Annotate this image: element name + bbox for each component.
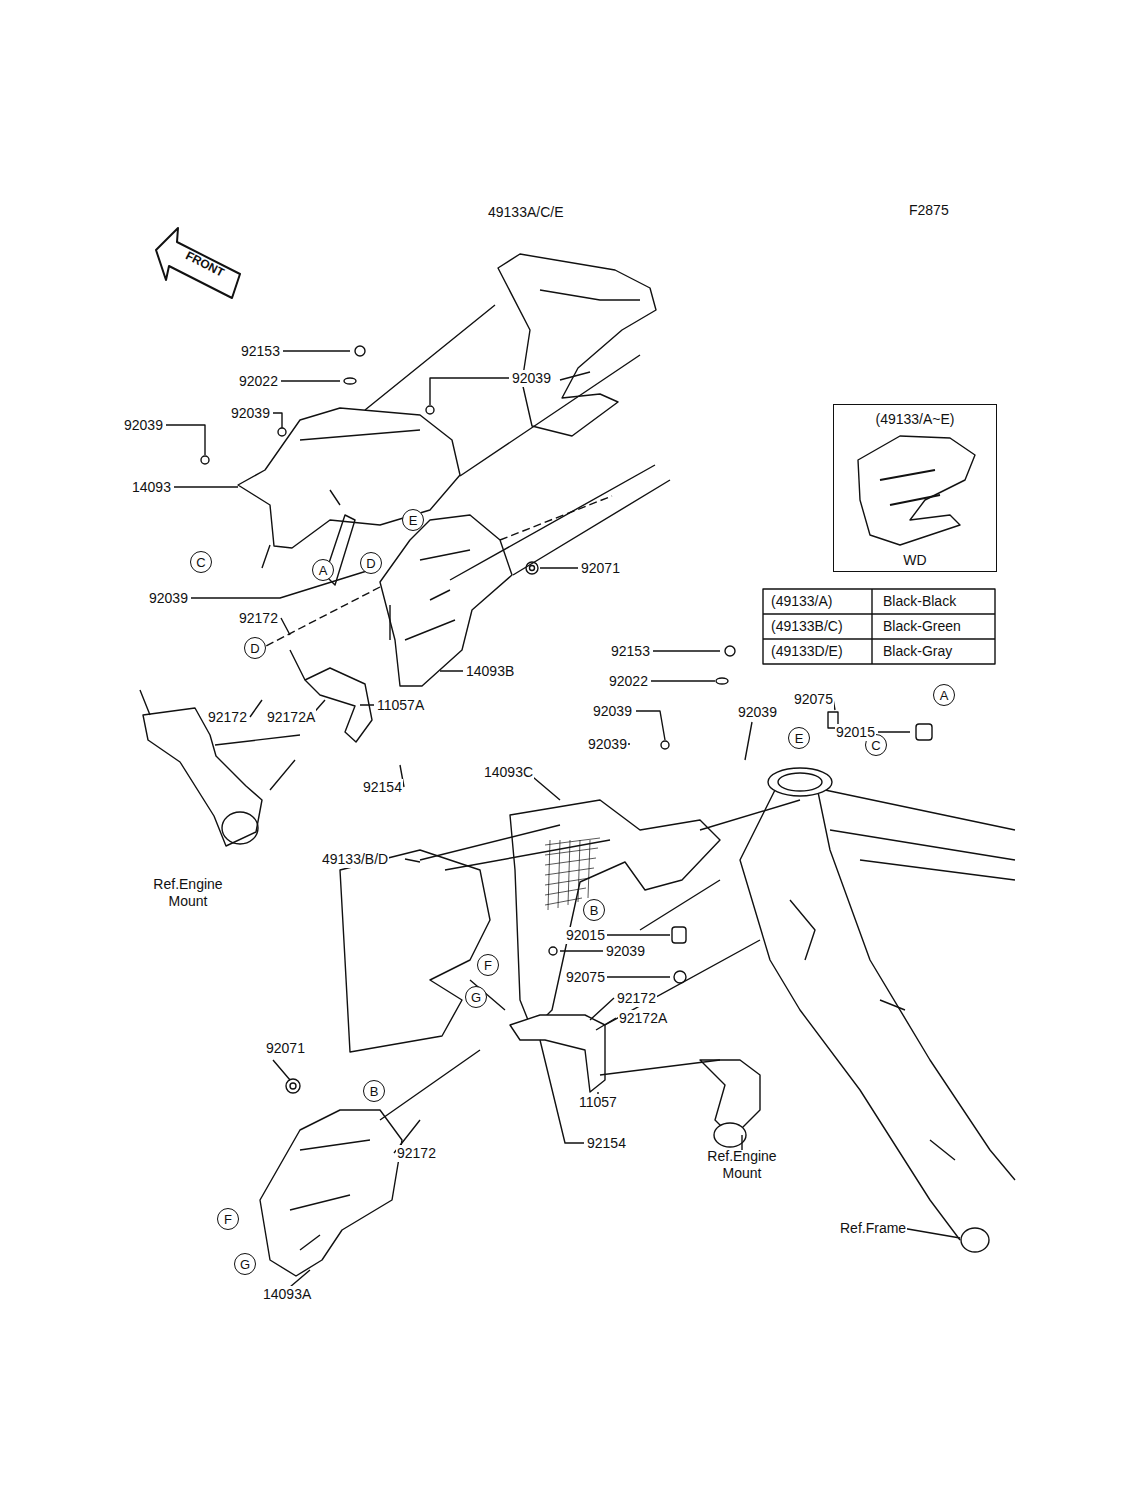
reference-note: Ref.Engine Mount [699, 1148, 785, 1182]
reference-letter: D [250, 642, 259, 655]
part-number: Black-Gray [882, 643, 953, 660]
part-number: 92039 [592, 703, 633, 720]
shroud-upper [498, 254, 656, 436]
part-number: 92075 [565, 969, 606, 986]
part-number: 92172A [266, 709, 316, 726]
reference-letter: B [590, 904, 599, 917]
part-number: 49133/B/D [321, 851, 389, 868]
reference-circle: A [312, 559, 334, 581]
part-number: 92022 [608, 673, 649, 690]
reference-circle: G [465, 986, 487, 1008]
reference-letter: F [224, 1213, 232, 1226]
part-number: 92039 [605, 943, 646, 960]
part-number: 92075 [793, 691, 834, 708]
bracket-11057 [510, 1015, 605, 1092]
part-number: 92039 [737, 704, 778, 721]
part-number: Black-Green [882, 618, 962, 635]
part-number: 92172 [396, 1145, 437, 1162]
reference-circle: C [190, 551, 212, 573]
reference-letter: A [940, 689, 949, 702]
part-number: 92039 [230, 405, 271, 422]
reference-circle: A [933, 684, 955, 706]
part-number: 14093 [131, 479, 172, 496]
part-number: 92172 [238, 610, 279, 627]
reference-circle: B [363, 1080, 385, 1102]
reference-letter: D [366, 557, 375, 570]
reference-letter: G [471, 991, 481, 1004]
engine-mount-left [143, 708, 262, 846]
part-number: 11057 [578, 1094, 618, 1111]
part-number: 92015 [565, 927, 606, 944]
part-number: 92154 [586, 1135, 627, 1152]
part-number: (49133B/C) [770, 618, 844, 635]
part-number: 14093C [483, 764, 534, 781]
reference-circle: E [402, 509, 424, 531]
part-number: (49133/A) [770, 593, 833, 610]
part-number: 92039 [511, 370, 552, 387]
part-number: 92172 [616, 990, 657, 1007]
reference-circle: E [788, 727, 810, 749]
inset-text: WD [903, 552, 926, 569]
cover-14093b [380, 515, 512, 686]
part-number: 92039 [123, 417, 164, 434]
cover-14093c [510, 800, 720, 1030]
reference-circle: D [244, 637, 266, 659]
part-number: 14093A [262, 1286, 312, 1303]
front-arrow [156, 228, 240, 298]
inset-text: (49133/A~E) [876, 411, 955, 428]
part-number: (49133D/E) [770, 643, 844, 660]
part-number: 92154 [362, 779, 403, 796]
part-number: 92039 [587, 736, 628, 753]
reference-letter: F [484, 959, 492, 972]
reference-circle: D [360, 552, 382, 574]
reference-letter: C [196, 556, 205, 569]
reference-circle: F [217, 1208, 239, 1230]
part-number: 49133A/C/E [487, 204, 565, 221]
reference-circle: F [477, 954, 499, 976]
cover-14093a [260, 1110, 402, 1276]
frame [740, 790, 1015, 1240]
reference-circle: G [234, 1253, 256, 1275]
reference-letter: E [795, 732, 804, 745]
inset-box: (49133/A~E) WD [833, 404, 997, 572]
part-number: 92071 [265, 1040, 306, 1057]
part-number: F2875 [908, 202, 950, 219]
part-number: 92153 [610, 643, 651, 660]
reference-letter: G [240, 1258, 250, 1271]
part-number: 11057A [376, 697, 425, 714]
part-number: Ref.Frame [839, 1220, 907, 1237]
part-number: 14093B [465, 663, 515, 680]
reference-letter: A [319, 564, 328, 577]
reference-note: Ref.Engine Mount [145, 876, 231, 910]
direction-label: FRONT [182, 247, 228, 282]
part-number: 92039 [148, 590, 189, 607]
reference-letter: B [370, 1085, 379, 1098]
reference-letter: E [409, 514, 418, 527]
part-number: 92172A [618, 1010, 668, 1027]
part-number: Black-Black [882, 593, 957, 610]
shroud-lower [340, 850, 490, 1052]
part-number: 92015 [835, 724, 876, 741]
part-number: 92071 [580, 560, 621, 577]
part-number: 92153 [240, 343, 281, 360]
reference-circle: B [583, 899, 605, 921]
part-number: 92022 [238, 373, 279, 390]
part-number: 92172 [207, 709, 248, 726]
